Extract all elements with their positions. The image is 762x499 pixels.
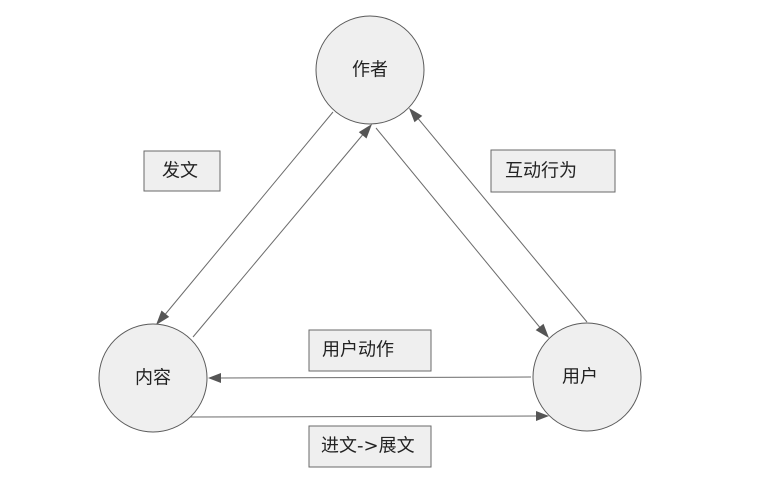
arrowhead-author-to-user (535, 323, 549, 338)
node-author-circle (315, 15, 425, 125)
edge-author-to-content (162, 111, 334, 318)
label-publish-box (143, 150, 221, 192)
arrowhead-author-to-content (156, 310, 170, 325)
label-interaction-box (490, 149, 616, 193)
arrowhead-user-to-author (409, 108, 423, 123)
edge-author-to-user (375, 127, 543, 331)
edge-content-to-user (189, 415, 539, 418)
node-user-label: 用户 (562, 367, 598, 388)
edge-user-to-content (217, 376, 532, 379)
label-distribute-text: 进文->展文 (321, 436, 415, 457)
label-publish-text: 发文 (162, 161, 198, 182)
node-author-label: 作者 (352, 60, 388, 81)
node-content-label: 内容 (135, 368, 171, 389)
node-user: 用户 (532, 322, 642, 432)
label-user-action-text: 用户动作 (322, 340, 394, 361)
node-user-circle (532, 322, 642, 432)
label-user-action: 用户动作 (308, 329, 432, 372)
arrowhead-content-to-user (536, 411, 549, 421)
edge-user-to-author (415, 115, 588, 323)
arrowhead-content-to-author (358, 124, 372, 139)
label-interaction-text: 互动行为 (505, 161, 577, 182)
arrowhead-user-to-content (208, 373, 221, 383)
node-content-circle (98, 323, 208, 433)
edge-content-to-author (192, 131, 366, 338)
node-content: 内容 (98, 323, 208, 433)
label-distribute-box (308, 425, 432, 468)
label-publish: 发文 (143, 150, 221, 192)
node-author: 作者 (315, 15, 425, 125)
label-distribute: 进文->展文 (308, 425, 432, 468)
label-interaction: 互动行为 (490, 149, 616, 193)
label-user-action-box (308, 329, 432, 372)
